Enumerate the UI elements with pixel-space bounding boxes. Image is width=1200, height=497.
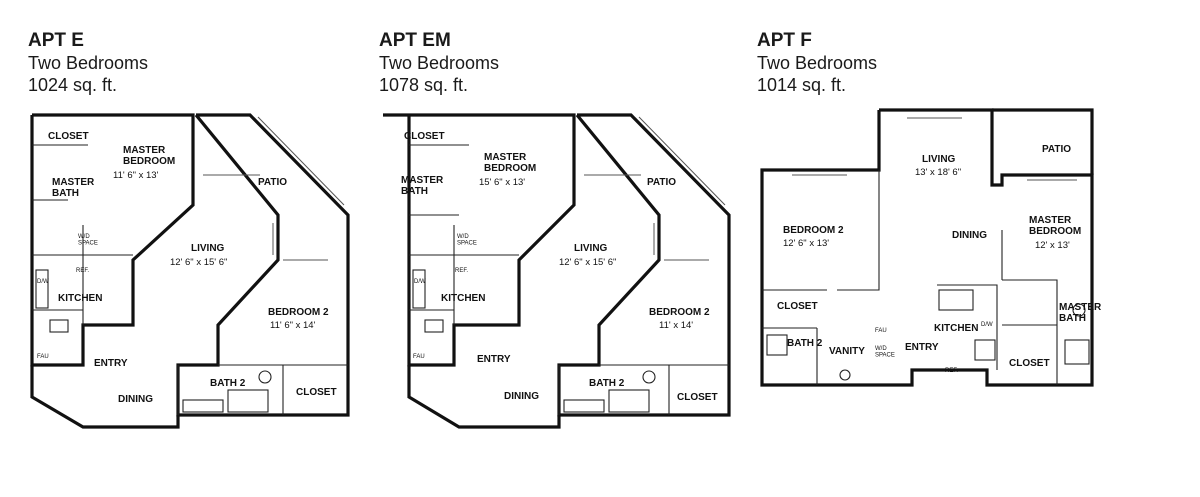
room-bedroom-2-dim: 12' 6" x 13' [783, 238, 829, 249]
room-living: LIVING [191, 243, 225, 254]
room-bedroom-2: BEDROOM 2 [783, 225, 844, 236]
fau-label: FAU [875, 328, 887, 334]
room-bath-2: BATH 2 [210, 378, 246, 389]
room-kitchen: KITCHEN [58, 293, 102, 304]
plan-header: APT E Two Bedrooms 1024 sq. ft. [28, 30, 148, 96]
plan-area: 1024 sq. ft. [28, 75, 118, 95]
room-vanity: VANITY [829, 346, 865, 357]
fau-label: FAU [413, 354, 425, 360]
dishwasher-label: D/W [981, 322, 993, 328]
room-kitchen: KITCHEN [934, 323, 978, 334]
dishwasher-label: D/W [414, 279, 426, 285]
plan-header: APT EM Two Bedrooms 1078 sq. ft. [379, 30, 499, 96]
room-closet-2: CLOSET [1009, 358, 1050, 369]
plan-apt-em: APT EM Two Bedrooms 1078 sq. ft. D/W [379, 0, 734, 497]
room-living: LIVING [922, 154, 956, 165]
fau-label: FAU [37, 354, 49, 360]
plan-header: APT F Two Bedrooms 1014 sq. ft. [757, 30, 877, 96]
room-entry: ENTRY [477, 354, 511, 365]
room-entry: ENTRY [94, 358, 128, 369]
dishwasher-label: D/W [37, 279, 49, 285]
room-bedroom-2-dim: 11' 6" x 14' [270, 320, 316, 331]
room-labels: LIVING 13' x 18' 6" PATIO BEDROOM 2 12' … [777, 144, 1102, 369]
room-bath-2: BATH 2 [787, 338, 823, 349]
room-master-bedroom-dim: 15' 6" x 13' [479, 177, 525, 188]
exterior-walls [760, 108, 1094, 387]
refrigerator-label: REF. [76, 268, 89, 274]
room-kitchen: KITCHEN [441, 293, 485, 304]
room-bath-2: BATH 2 [589, 378, 625, 389]
room-living-dim: 12' 6" x 15' 6" [170, 257, 227, 268]
plan-bedrooms: Two Bedrooms [28, 53, 149, 73]
windows [792, 117, 1077, 181]
room-patio: PATIO [1042, 144, 1071, 155]
plan-area: 1014 sq. ft. [757, 75, 847, 95]
room-dining: DINING [118, 394, 153, 405]
plan-title: APT E [28, 30, 84, 51]
room-bedroom-2: BEDROOM 2 [649, 307, 710, 318]
room-bedroom-2-dim: 11' x 14' [659, 320, 693, 331]
room-closet-1: CLOSET [404, 131, 445, 142]
exterior-walls [30, 113, 350, 429]
room-closet-2: CLOSET [677, 392, 718, 403]
plan-area: 1078 sq. ft. [379, 75, 469, 95]
plan-bedrooms: Two Bedrooms [757, 53, 878, 73]
plan-apt-e: APT E Two Bedrooms 1024 sq. ft. D/W [28, 0, 358, 497]
room-living-dim: 12' 6" x 15' 6" [559, 257, 616, 268]
room-master-bedroom-dim: 11' 6" x 13' [113, 170, 159, 181]
plan-apt-f: APT F Two Bedrooms 1014 sq. ft. [757, 0, 1197, 497]
plan-title: APT F [757, 30, 812, 51]
exterior-walls [383, 113, 731, 429]
plan-title: APT EM [379, 30, 451, 51]
room-living-dim: 13' x 18' 6" [915, 167, 961, 178]
room-patio: PATIO [647, 177, 676, 188]
windows [584, 116, 726, 261]
refrigerator-label: REF. [945, 368, 958, 374]
room-closet-2: CLOSET [296, 387, 337, 398]
plan-bedrooms: Two Bedrooms [379, 53, 500, 73]
room-bedroom-2: BEDROOM 2 [268, 307, 329, 318]
room-entry: ENTRY [905, 342, 939, 353]
room-closet-1: CLOSET [777, 301, 818, 312]
room-closet-1: CLOSET [48, 131, 89, 142]
room-dining: DINING [952, 230, 987, 241]
room-living: LIVING [574, 243, 608, 254]
windows [203, 116, 345, 261]
refrigerator-label: REF. [455, 268, 468, 274]
room-dining: DINING [504, 391, 539, 402]
room-patio: PATIO [258, 177, 287, 188]
room-master-bedroom-dim: 12' x 13' [1035, 240, 1070, 251]
